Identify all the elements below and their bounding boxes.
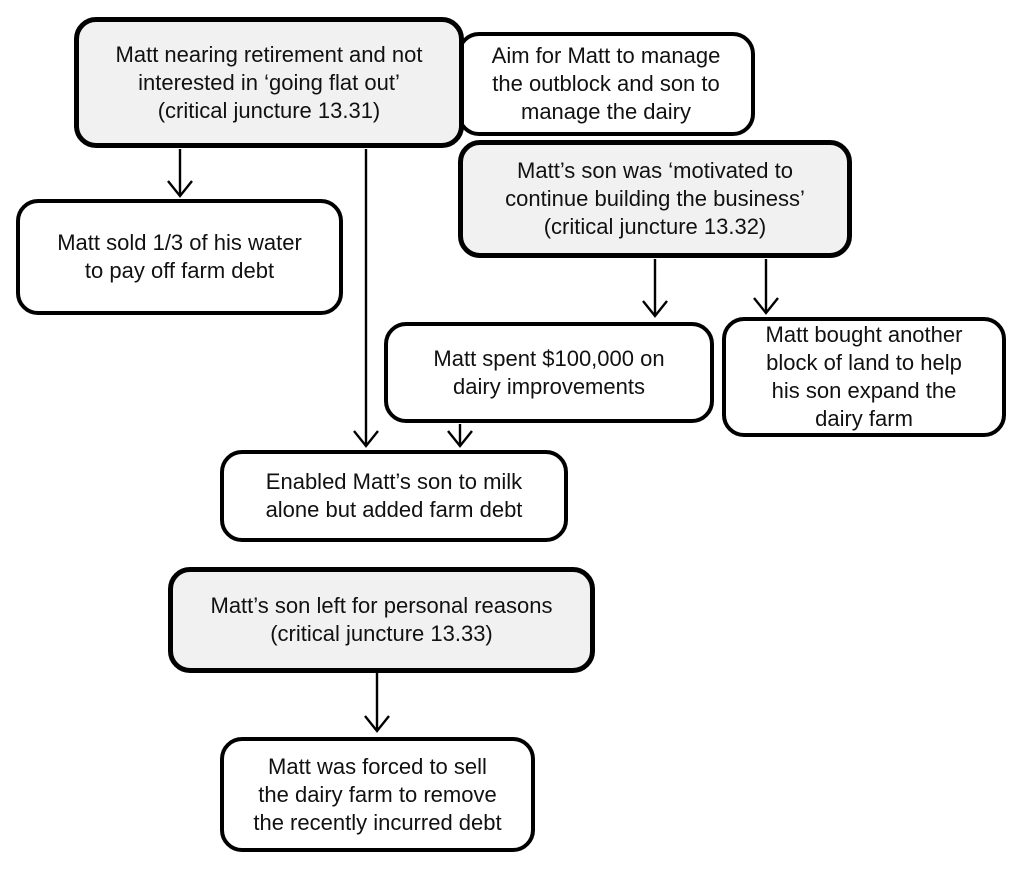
node-sold-water-pay-debt: Matt sold 1/3 of his water to pay off fa… bbox=[16, 199, 343, 315]
arrow-n3-to-n6 bbox=[753, 259, 779, 315]
node-critical-juncture-13-31: Matt nearing retirement and not interest… bbox=[74, 17, 464, 148]
node-milk-alone-farm-debt: Enabled Matt’s son to milk alone but add… bbox=[220, 450, 568, 542]
arrow-n5-to-n7 bbox=[447, 424, 473, 448]
node-aim-manage-outblock-dairy: Aim for Matt to manage the outblock and … bbox=[457, 32, 755, 136]
arrow-n1-to-n4 bbox=[167, 149, 193, 198]
arrow-n1-to-n7 bbox=[353, 149, 379, 448]
node-critical-juncture-13-32: Matt’s son was ‘motivated to continue bu… bbox=[458, 140, 852, 258]
node-forced-sell-dairy-farm: Matt was forced to sell the dairy farm t… bbox=[220, 737, 535, 852]
node-critical-juncture-13-33: Matt’s son left for personal reasons (cr… bbox=[168, 567, 595, 673]
node-dairy-improvements: Matt spent $100,000 on dairy improvement… bbox=[384, 322, 714, 423]
node-bought-land-block: Matt bought another block of land to hel… bbox=[722, 317, 1006, 437]
arrow-n3-to-n5 bbox=[642, 259, 668, 318]
arrow-n8-to-n9 bbox=[364, 673, 390, 733]
